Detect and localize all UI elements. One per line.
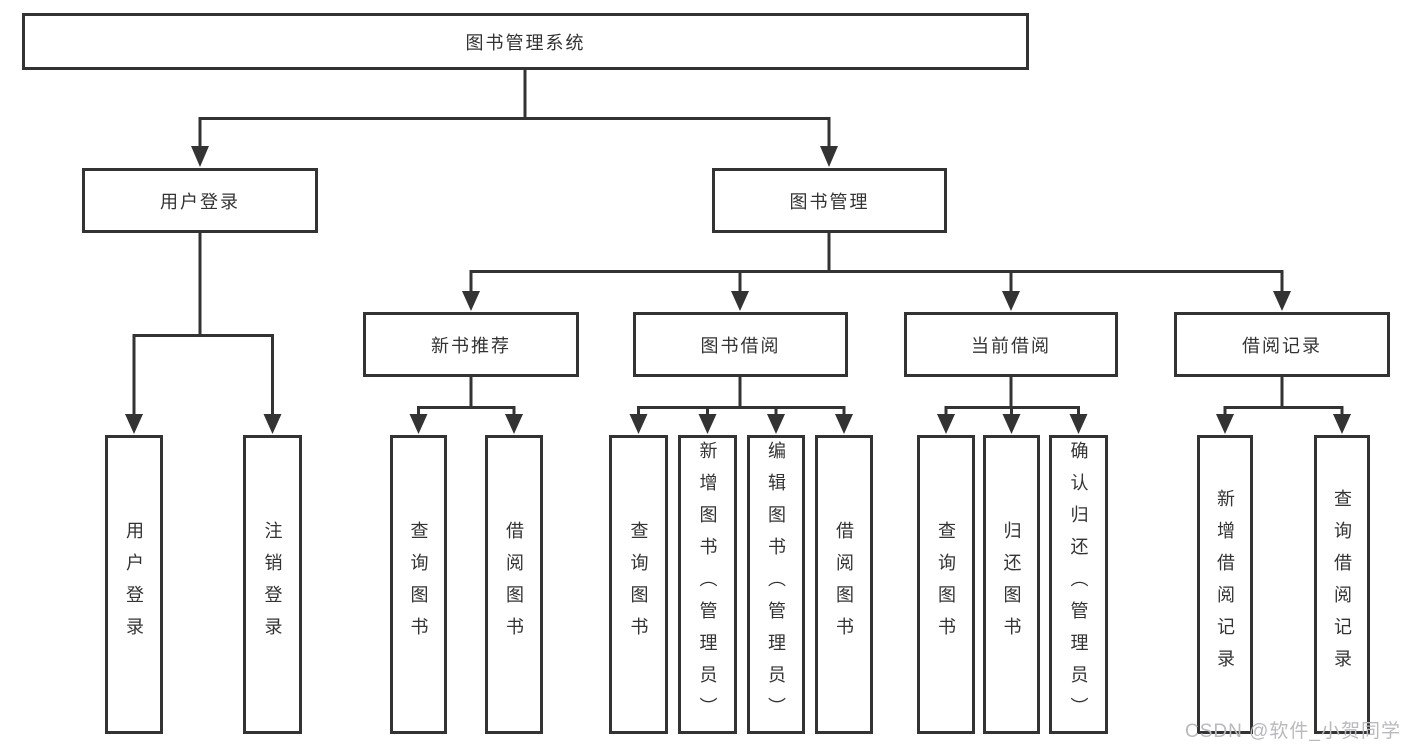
arrow-down-icon [505, 414, 523, 434]
arrow-down-icon [731, 291, 749, 311]
arrow-down-icon [1216, 414, 1234, 434]
leaf-borrow-edit-books-admin: 编辑图书（管理员） [747, 435, 805, 734]
arrow-down-icon [1002, 291, 1020, 311]
leaf-logout: 注销登录 [243, 435, 302, 734]
arrow-down-icon [125, 414, 143, 434]
node-root-library-system: 图书管理系统 [22, 13, 1029, 70]
arrow-down-icon [409, 414, 428, 434]
node-book-management: 图书管理 [712, 168, 947, 233]
arrow-down-icon [698, 414, 717, 434]
arrow-down-icon [629, 414, 648, 434]
arrow-down-icon [1333, 414, 1351, 434]
leaf-current-confirm-return-admin: 确认归还（管理员） [1049, 435, 1108, 734]
leaf-label: 查询借阅记录 [1332, 488, 1352, 681]
leaf-current-return-books: 归还图书 [983, 435, 1040, 734]
leaf-label: 查询图书 [408, 520, 429, 649]
node-user-login: 用户登录 [82, 168, 318, 233]
leaf-label: 借阅图书 [504, 520, 524, 649]
leaf-new-books-borrow: 借阅图书 [485, 435, 543, 734]
arrow-down-icon [462, 291, 480, 311]
leaf-label: 确认归还（管理员） [1068, 440, 1089, 729]
arrow-down-icon [835, 414, 853, 434]
leaf-records-query: 查询借阅记录 [1314, 435, 1370, 734]
leaf-label: 新增图书（管理员） [697, 440, 718, 729]
leaf-borrow-borrow-books: 借阅图书 [815, 435, 873, 734]
leaf-label: 注销登录 [262, 520, 283, 649]
leaf-label: 借阅图书 [834, 520, 854, 649]
arrow-down-icon [937, 414, 955, 434]
arrow-down-icon [1273, 291, 1291, 311]
leaf-label: 新增借阅记录 [1215, 488, 1235, 681]
leaf-label: 用户登录 [124, 520, 144, 649]
leaf-label: 查询图书 [628, 520, 649, 649]
leaf-label: 编辑图书（管理员） [766, 440, 786, 729]
leaf-current-query-books: 查询图书 [917, 435, 975, 734]
arrow-down-icon [263, 414, 282, 434]
node-new-book-recommend: 新书推荐 [363, 312, 579, 377]
node-borrow-records: 借阅记录 [1174, 312, 1390, 377]
arrow-down-icon [191, 146, 209, 167]
leaf-borrow-add-books-admin: 新增图书（管理员） [678, 435, 737, 734]
arrow-down-icon [1069, 414, 1088, 434]
arrow-down-icon [1002, 414, 1021, 434]
leaf-user-login: 用户登录 [105, 435, 163, 734]
leaf-label: 归还图书 [1001, 520, 1022, 649]
leaf-records-add: 新增借阅记录 [1197, 435, 1253, 734]
arrow-down-icon [767, 414, 785, 434]
csdn-watermark: CSDN @软件_小贺同学 [1185, 721, 1401, 742]
arrow-down-icon [820, 146, 838, 167]
node-current-borrow: 当前借阅 [904, 312, 1118, 377]
leaf-borrow-query-books: 查询图书 [609, 435, 668, 734]
node-book-borrow: 图书借阅 [633, 312, 848, 377]
leaf-new-books-query: 查询图书 [390, 435, 447, 734]
leaf-label: 查询图书 [936, 520, 956, 649]
